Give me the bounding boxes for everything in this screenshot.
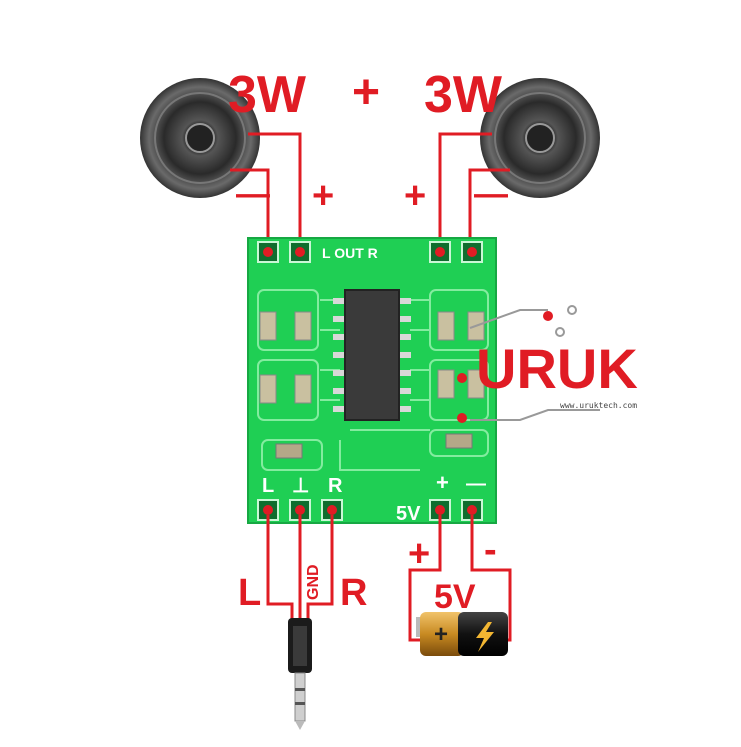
smd-components [259,311,485,459]
left-speaker-minus: — [236,175,270,213]
speaker-wires [230,132,510,250]
board-input-gnd-label: ⊥ [292,475,309,497]
supply-minus-label: - [484,529,497,571]
svg-text:+: + [434,621,448,648]
right-power-label: 3W [424,66,503,124]
board-out-label: L OUT R [322,245,378,261]
audio-jack-icon [288,618,312,730]
input-wire-r-label: R [340,572,367,614]
supply-voltage-label: 5V [434,578,476,616]
amplifier-board: L OUT R [247,237,497,525]
input-wire-l-label: L [238,572,261,614]
right-speaker-minus: — [474,175,508,213]
right-speaker-plus: + [404,175,426,217]
battery-icon: + [416,612,508,656]
board-5v-label: 5V [396,503,421,525]
board-input-r-label: R [328,475,343,497]
logo-name: URUK [476,337,638,400]
board-input-l-label: L [262,475,274,497]
left-speaker-icon [140,78,260,198]
uruk-logo: URUK www.uruktech.com [457,305,638,423]
power-plus-label: + [352,66,380,119]
left-power-label: 3W [228,66,307,124]
board-minus-label: — [466,473,486,495]
output-pads [257,241,483,263]
input-wire-gnd-label: GND [305,564,322,600]
supply-plus-label: + [408,533,430,575]
right-speaker-icon [480,78,600,198]
board-plus-label: + [436,470,449,495]
left-speaker-plus: + [312,175,334,217]
ic-chip [333,289,411,421]
input-wires [266,515,334,620]
logo-url: www.uruktech.com [560,401,637,410]
